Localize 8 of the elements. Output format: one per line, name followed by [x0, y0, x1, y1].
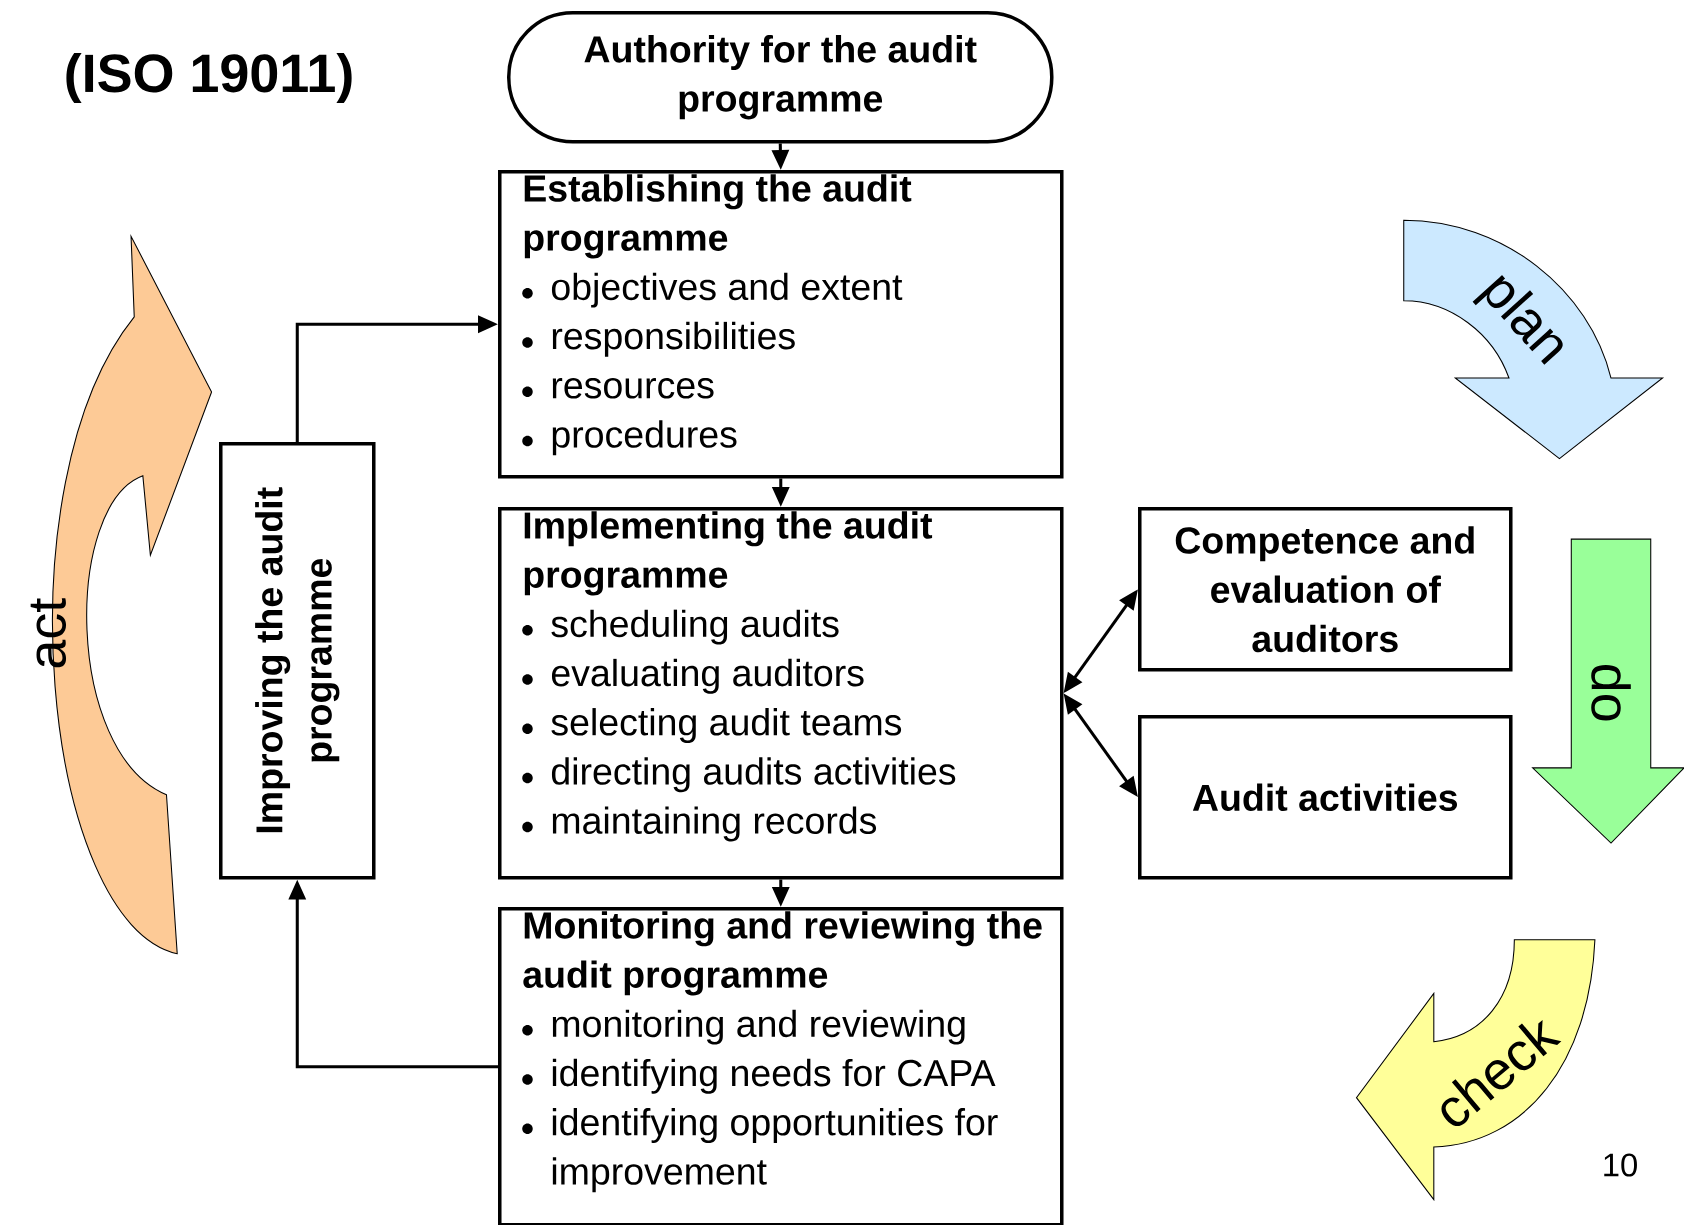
terminal-box: Authority for the audit programme — [507, 11, 1054, 144]
process-box: Audit activities — [1138, 715, 1513, 880]
process-box: Implementing the audit programme scheduling audits evaluating auditors selecting audit teams directing audits activities maintaining records — [498, 507, 1064, 880]
process-box: Competence and evaluation of auditors — [1138, 507, 1513, 672]
process-box: Monitoring and reviewing the audit programme monitoring and reviewing identifying needs for CAPA identifying opportunities for improvement — [498, 907, 1064, 1225]
process-box: Improving the audit programme — [219, 442, 376, 880]
title: (ISO 19011) — [66, 52, 352, 104]
process-box: Establishing the audit programme objectives and extent responsibilities resources procedures — [498, 170, 1064, 479]
